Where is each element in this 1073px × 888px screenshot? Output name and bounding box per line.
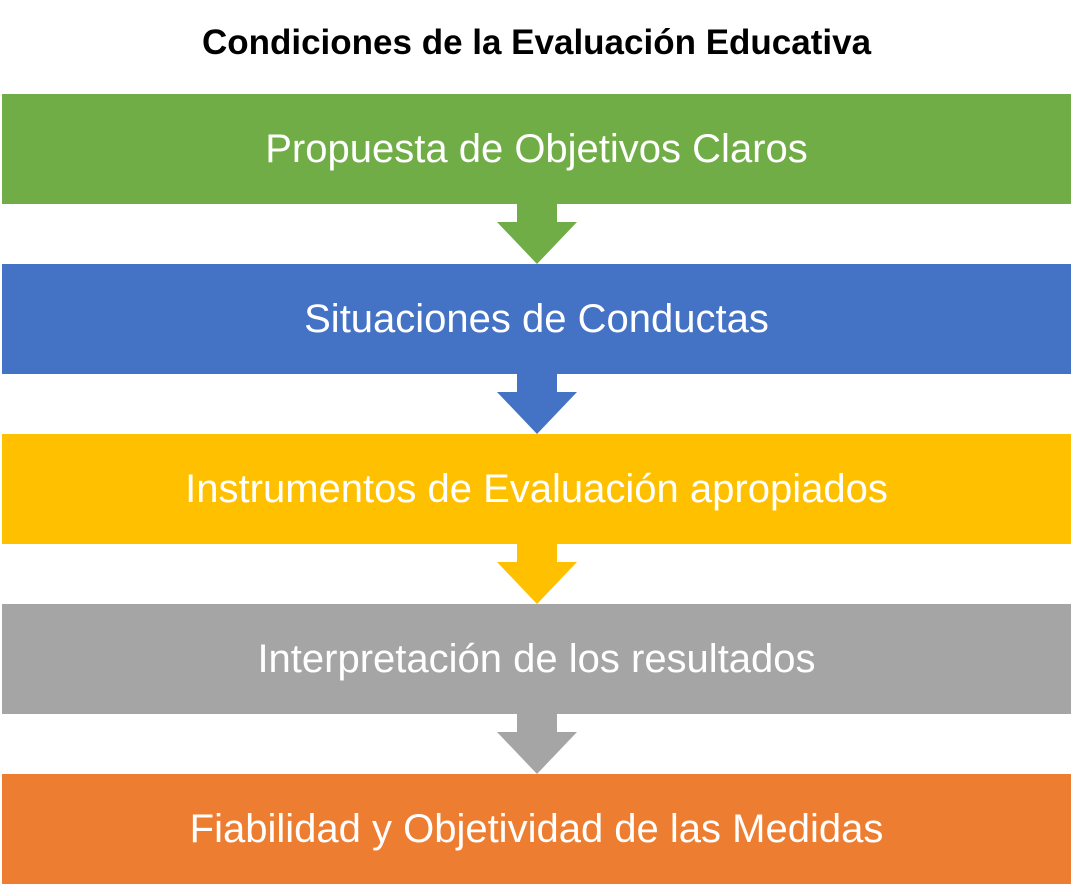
step-5-label: Fiabilidad y Objetividad de las Medidas [189, 807, 884, 851]
arrow-down-icon [497, 204, 577, 264]
step-5-box: Fiabilidad y Objetividad de las Medidas [2, 774, 1071, 884]
step-1-box: Propuesta de Objetivos Claros [2, 94, 1071, 204]
arrow-down-icon [497, 714, 577, 774]
step-3-label: Instrumentos de Evaluación apropiados [185, 467, 888, 511]
step-4-box: Interpretación de los resultados [2, 604, 1071, 714]
step-3-box: Instrumentos de Evaluación apropiados [2, 434, 1071, 544]
arrow-down-icon [497, 544, 577, 604]
step-2-label: Situaciones de Conductas [304, 297, 769, 341]
step-4-label: Interpretación de los resultados [257, 637, 816, 681]
arrow-down-icon [497, 374, 577, 434]
step-2-box: Situaciones de Conductas [2, 264, 1071, 374]
diagram-title: Condiciones de la Evaluación Educativa [201, 23, 872, 62]
step-1-label: Propuesta de Objetivos Claros [265, 127, 808, 171]
